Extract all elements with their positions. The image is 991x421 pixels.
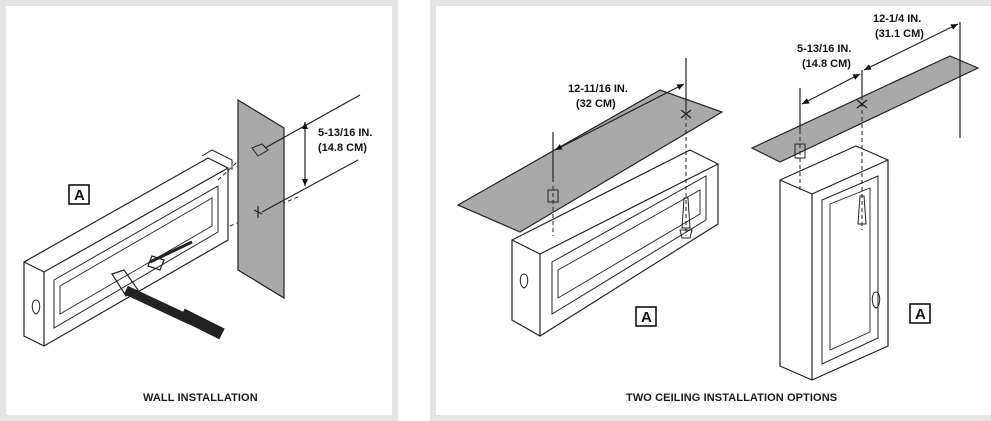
ceiling-2-dimension-a-inches: 5-13/16 IN.	[797, 43, 851, 55]
wall-dimension: 5-13/16 IN. (14.8 CM)	[261, 94, 372, 213]
part-label-a-ceiling-2-text: A	[915, 306, 926, 323]
ceiling-1-dimension: 12-11/16 IN. (32 CM)	[552, 58, 692, 182]
ceiling-2-dimension-b-inches: 12-1/4 IN.	[873, 13, 921, 25]
wall-installation-frame	[6, 6, 392, 415]
ceiling-2-dimension-a: 5-13/16 IN. (14.8 CM)	[797, 43, 868, 130]
wall-installation-caption: WALL INSTALLATION	[143, 392, 258, 404]
part-label-a-ceiling-1: A	[635, 306, 657, 327]
mounting-box	[23, 149, 233, 347]
wall-dimension-cm: (14.8 CM)	[318, 142, 367, 154]
ceiling-option-1-drawing: 12-11/16 IN. (32 CM) A	[456, 58, 724, 337]
ceiling-surface-2	[750, 55, 980, 163]
ceiling-1-dimension-inches: 12-11/16 IN.	[568, 83, 628, 95]
ceiling-installation-caption: TWO CEILING INSTALLATION OPTIONS	[626, 392, 838, 404]
wall-installation-drawing: 5-13/16 IN. (14.8 CM) A	[23, 94, 372, 347]
part-label-a-ceiling-2: A	[909, 303, 931, 324]
mounting-box-vertical	[779, 145, 889, 381]
screw-and-wrench	[111, 240, 225, 340]
ceiling-1-dimension-cm: (32 CM)	[576, 98, 616, 110]
part-label-a-wall: A	[68, 184, 90, 205]
wall-dimension-inches: 5-13/16 IN.	[318, 127, 372, 139]
ceiling-2-dimension-b-cm: (31.1 CM)	[875, 28, 924, 40]
part-label-a-wall-text: A	[74, 187, 85, 204]
ceiling-2-dimension-b: 12-1/4 IN. (31.1 CM)	[863, 13, 961, 138]
ceiling-2-dimension-a-cm: (14.8 CM)	[802, 58, 851, 70]
wall-surface	[237, 98, 285, 300]
wall-installation-panel	[0, 0, 398, 421]
ceiling-option-2-drawing: 5-13/16 IN. (14.8 CM) 12-1/4 IN. (31.1 C…	[750, 13, 980, 381]
mounting-box-horizontal	[511, 149, 719, 337]
part-label-a-ceiling-1-text: A	[641, 309, 652, 326]
